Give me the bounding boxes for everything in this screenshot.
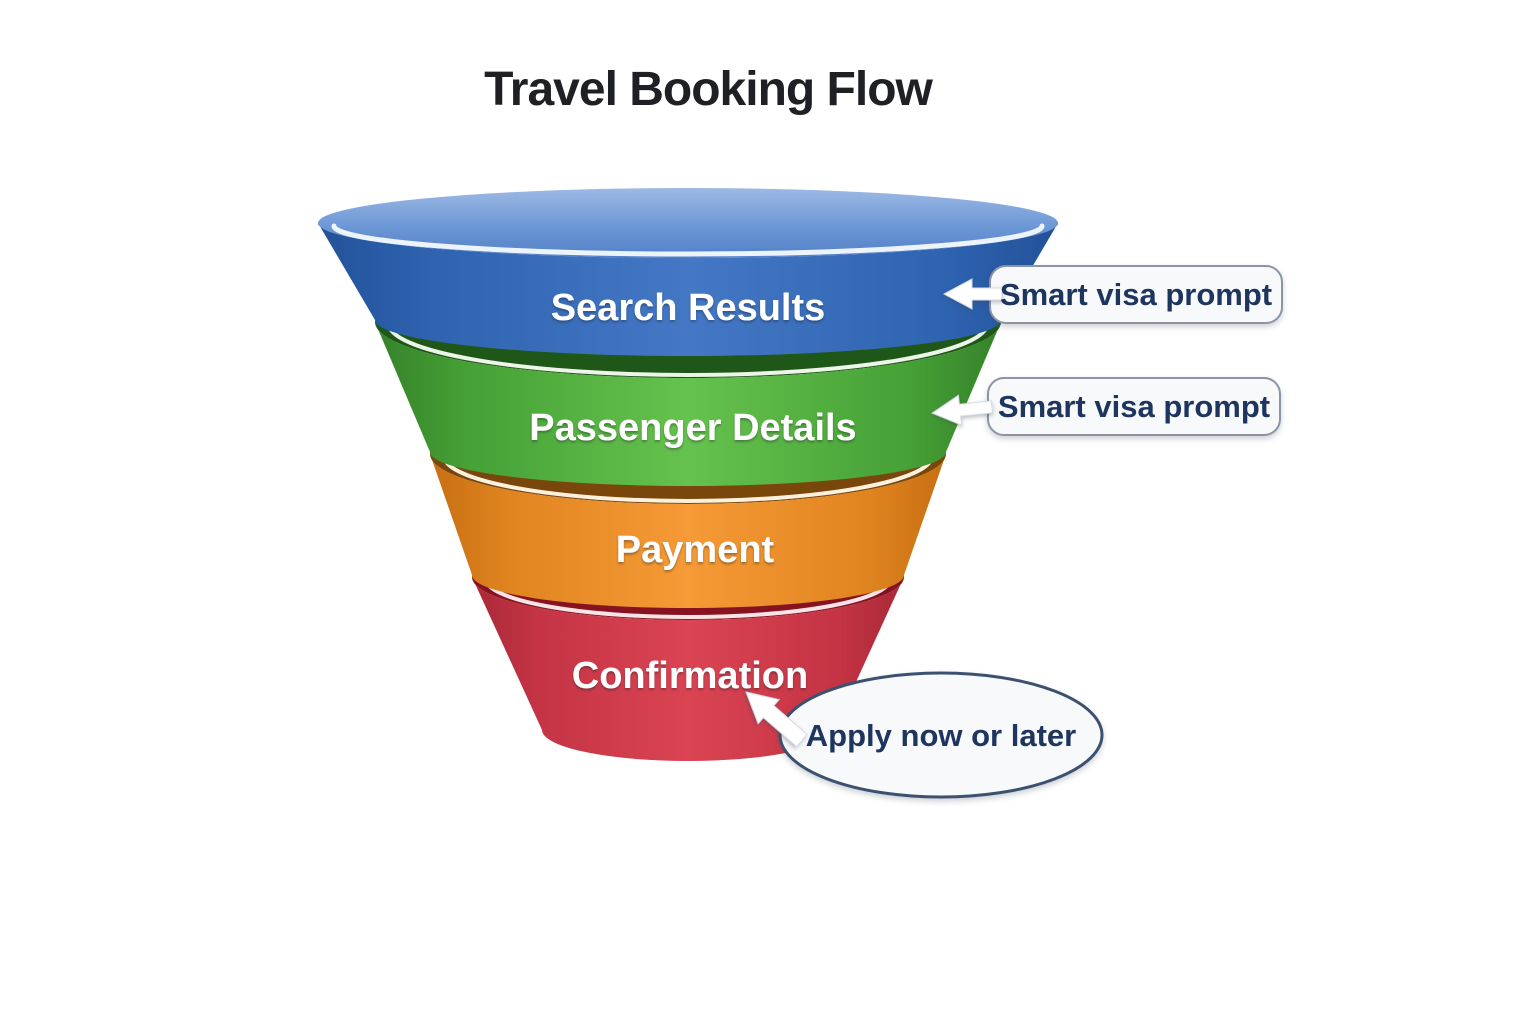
stage-wall <box>375 322 1001 486</box>
stage-label-confirmation: Confirmation <box>572 655 808 697</box>
stage-rim-highlight <box>331 223 1045 257</box>
stage-search-results <box>318 188 1058 356</box>
page-title: Travel Booking Flow <box>484 63 933 116</box>
up-left-arrow-icon <box>745 691 808 748</box>
callout-apply-note: Apply now or later <box>745 671 1104 799</box>
stage-rim-highlight <box>484 577 892 619</box>
stage-label-payment: Payment <box>616 529 775 571</box>
stage-wall <box>318 223 1058 356</box>
callout-visa-prompt-2: Smart visa prompt <box>931 377 1281 436</box>
callout-text: Apply now or later <box>806 718 1076 753</box>
callout-ellipse <box>778 671 1104 799</box>
stage-wall <box>430 454 946 608</box>
stage-label-search-results: Search Results <box>551 287 826 329</box>
stage-rim-highlight <box>442 454 934 503</box>
stage-top-ellipse <box>318 188 1058 258</box>
stage-label-passenger-details: Passenger Details <box>529 407 856 449</box>
left-arrow-icon <box>931 394 994 426</box>
left-arrow-icon <box>942 278 1003 310</box>
stage-rim-highlight <box>387 322 989 377</box>
callout-visa-prompt-1: Smart visa prompt <box>942 265 1283 324</box>
callout-text: Smart visa prompt <box>1000 277 1272 312</box>
callout-text: Smart visa prompt <box>998 389 1270 424</box>
